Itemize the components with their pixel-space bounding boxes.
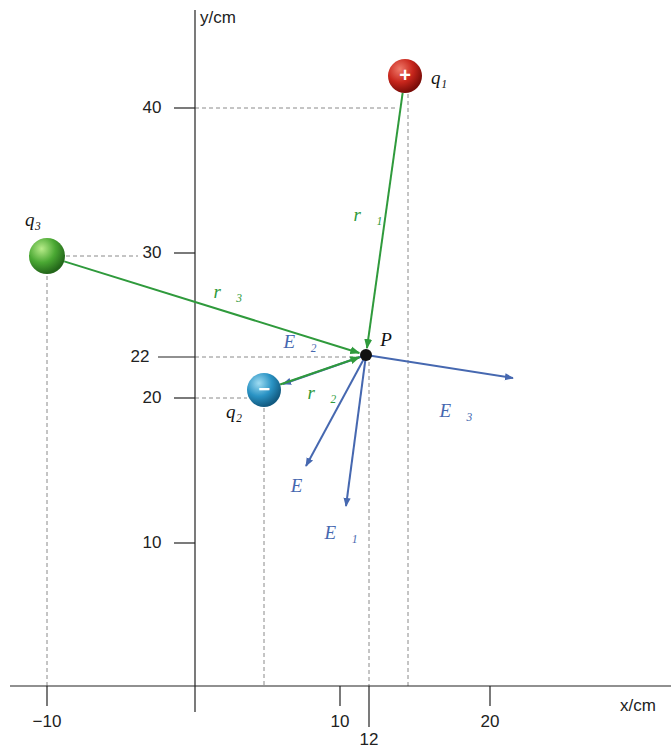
tick-label: 12 bbox=[360, 731, 379, 750]
tick-label: 40 bbox=[143, 99, 162, 118]
tick-label: −10 bbox=[33, 713, 62, 732]
vector-label: E⃗ bbox=[291, 476, 317, 497]
vector-label: r⃗₁ bbox=[354, 205, 383, 226]
axis-label: y/cm bbox=[200, 9, 236, 28]
tick-label: 20 bbox=[481, 713, 500, 732]
field-vectors bbox=[283, 355, 513, 506]
field-point: P bbox=[360, 349, 372, 361]
vector-label: E⃗₁ bbox=[325, 523, 358, 544]
negative-charge: −q₂ bbox=[247, 373, 281, 407]
vector-label: E⃗₂ bbox=[284, 332, 317, 353]
field-point-outline bbox=[360, 349, 372, 361]
tick-label: 22 bbox=[131, 348, 150, 367]
positive-charge: +q₁ bbox=[388, 59, 422, 93]
charge-label: q₃ bbox=[25, 210, 41, 231]
tick-label: 10 bbox=[143, 534, 162, 553]
charge-label: q₂ bbox=[226, 402, 242, 423]
dashed-guides bbox=[47, 94, 408, 686]
axis-label: x/cm bbox=[620, 697, 656, 716]
charge-sign: + bbox=[399, 64, 411, 86]
charge-sign: − bbox=[258, 378, 270, 400]
position-vector bbox=[64, 261, 359, 353]
tick-label: 30 bbox=[143, 244, 162, 263]
charge-label: P bbox=[380, 330, 392, 351]
charge: q₃ bbox=[29, 238, 65, 274]
position-vector bbox=[280, 357, 359, 384]
charge-outline bbox=[29, 238, 65, 274]
tick-label: 20 bbox=[143, 389, 162, 408]
tick-label: 10 bbox=[331, 713, 350, 732]
vector-label: r⃗₂ bbox=[308, 383, 337, 404]
vector-label: r⃗₃ bbox=[214, 282, 243, 303]
coordinate-axes bbox=[10, 10, 671, 727]
charge-label: q₁ bbox=[431, 68, 447, 89]
vector-label: E⃗₃ bbox=[440, 401, 473, 422]
